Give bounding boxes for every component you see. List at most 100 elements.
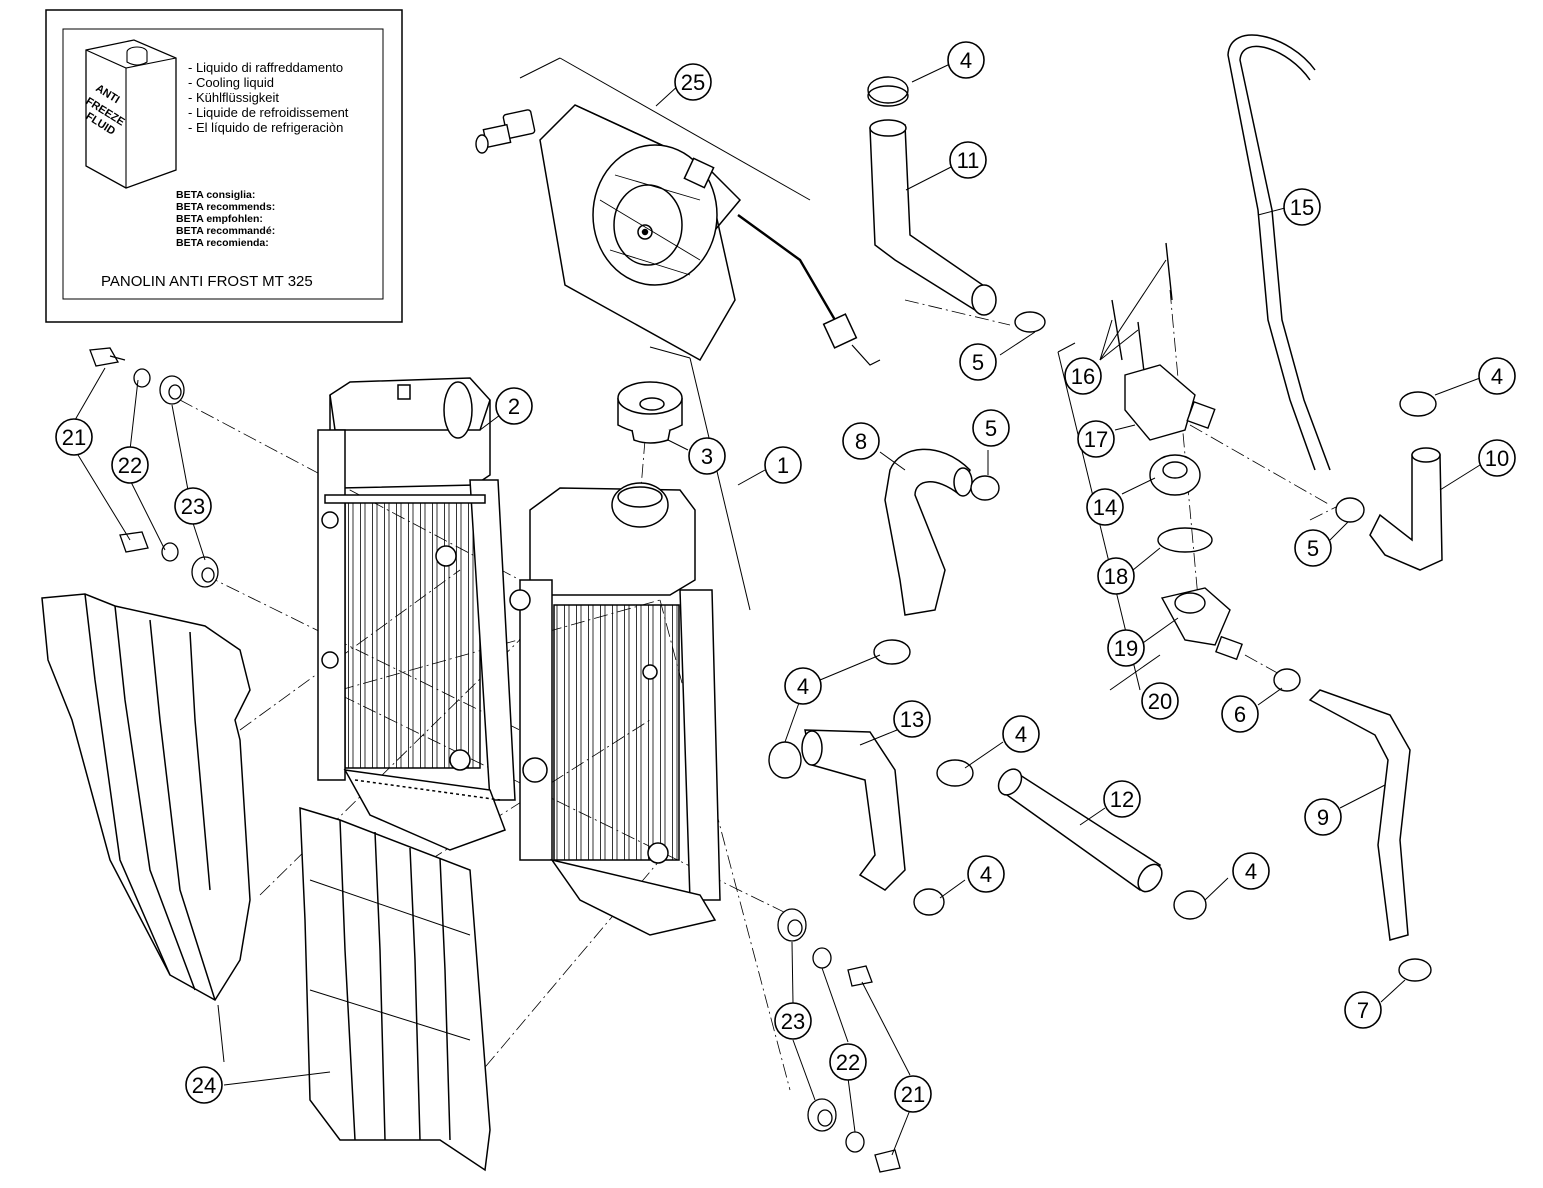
callout-c4b: 4 bbox=[1478, 357, 1516, 395]
recommends-es: BETA recomienda: bbox=[176, 237, 269, 249]
callout-circle bbox=[893, 700, 931, 738]
callout-c15: 15 bbox=[1283, 188, 1321, 226]
callout-c23b: 23 bbox=[774, 1002, 812, 1040]
callout-circle bbox=[1221, 695, 1259, 733]
callout-c14: 14 bbox=[1086, 488, 1124, 526]
callout-circle bbox=[1107, 629, 1145, 667]
callout-number: 15 bbox=[1290, 195, 1314, 220]
recommended-product: PANOLIN ANTI FROST MT 325 bbox=[101, 273, 313, 290]
callout-number: 14 bbox=[1093, 495, 1117, 520]
hose-9 bbox=[1308, 689, 1411, 941]
hose-clamps bbox=[768, 76, 1437, 982]
callout-number: 3 bbox=[701, 444, 713, 469]
callout-number: 4 bbox=[1491, 364, 1503, 389]
callout-circle bbox=[829, 1043, 867, 1081]
callout-c17: 17 bbox=[1077, 420, 1115, 458]
callout-c23a: 23 bbox=[174, 487, 212, 525]
leader-lines bbox=[74, 63, 1481, 1156]
callout-c7: 7 bbox=[1344, 991, 1382, 1029]
callout-circle bbox=[174, 487, 212, 525]
callout-circle bbox=[967, 855, 1005, 893]
callout-number: 21 bbox=[901, 1082, 925, 1107]
callout-c1: 1 bbox=[764, 446, 802, 484]
callout-c9: 9 bbox=[1304, 798, 1342, 836]
callout-number: 2 bbox=[508, 394, 520, 419]
callout-number: 4 bbox=[980, 862, 992, 887]
callout-c3: 3 bbox=[688, 437, 726, 475]
callout-circle bbox=[674, 63, 712, 101]
radiator-cap bbox=[617, 381, 683, 444]
callout-c25: 25 bbox=[674, 63, 712, 101]
liquid-name-en: - Cooling liquid bbox=[188, 75, 274, 90]
callout-number: 4 bbox=[960, 48, 972, 73]
callout-c13: 13 bbox=[893, 700, 931, 738]
callout-number: 4 bbox=[1015, 722, 1027, 747]
hose-12 bbox=[997, 768, 1163, 893]
callout-c18: 18 bbox=[1097, 557, 1135, 595]
callout-number: 7 bbox=[1357, 998, 1369, 1023]
callout-circle bbox=[55, 418, 93, 456]
callout-circle bbox=[894, 1075, 932, 1113]
callout-circle bbox=[972, 409, 1010, 447]
callout-circle bbox=[495, 387, 533, 425]
callout-c2: 2 bbox=[495, 387, 533, 425]
callout-number: 4 bbox=[797, 674, 809, 699]
left-radiator bbox=[317, 377, 516, 851]
callout-c11: 11 bbox=[949, 141, 987, 179]
callout-number: 19 bbox=[1114, 636, 1138, 661]
callout-c12: 12 bbox=[1103, 780, 1141, 818]
callout-number: 5 bbox=[1307, 536, 1319, 561]
thermostat-assembly bbox=[1111, 242, 1243, 661]
callout-circle bbox=[1283, 188, 1321, 226]
callout-number: 10 bbox=[1485, 446, 1509, 471]
callout-c4c: 4 bbox=[784, 667, 822, 705]
callout-circle bbox=[1086, 488, 1124, 526]
recommends-fr: BETA recommandé: bbox=[176, 225, 275, 237]
hose-11 bbox=[869, 119, 997, 316]
liquid-name-it: - Liquido di raffreddamento bbox=[188, 60, 343, 75]
callout-circle bbox=[1344, 991, 1382, 1029]
callout-number: 11 bbox=[957, 148, 980, 173]
callout-c4a: 4 bbox=[947, 41, 985, 79]
callout-number: 6 bbox=[1234, 702, 1246, 727]
callout-number: 1 bbox=[777, 453, 789, 478]
callout-number: 8 bbox=[855, 429, 867, 454]
callout-circle bbox=[1478, 357, 1516, 395]
callout-c4d: 4 bbox=[1002, 715, 1040, 753]
fasteners-upper-left bbox=[89, 347, 219, 588]
callout-number: 4 bbox=[1245, 859, 1257, 884]
callout-circle bbox=[774, 1002, 812, 1040]
callout-circle bbox=[688, 437, 726, 475]
callout-circle bbox=[1077, 420, 1115, 458]
callout-circle bbox=[842, 422, 880, 460]
fan-thermo-switch bbox=[475, 109, 536, 154]
callout-circle bbox=[185, 1066, 223, 1104]
callout-number: 12 bbox=[1110, 787, 1134, 812]
callout-number: 24 bbox=[192, 1073, 216, 1098]
callout-number: 18 bbox=[1104, 564, 1128, 589]
callout-circle bbox=[784, 667, 822, 705]
callout-number: 16 bbox=[1071, 364, 1095, 389]
callout-number: 23 bbox=[181, 494, 205, 519]
radiator-louver-right bbox=[299, 806, 491, 1172]
liquid-name-de: - Kühlflüssigkeit bbox=[188, 90, 279, 105]
callout-c22a: 22 bbox=[111, 446, 149, 484]
antifreeze-jug-icon: ANTI FREEZE FLUID bbox=[83, 39, 177, 189]
callout-c22b: 22 bbox=[829, 1043, 867, 1081]
recommends-en: BETA recommends: bbox=[176, 201, 275, 213]
callout-c24: 24 bbox=[185, 1066, 223, 1104]
callout-c20: 20 bbox=[1141, 682, 1179, 720]
callout-circle bbox=[959, 343, 997, 381]
callout-number: 23 bbox=[781, 1009, 805, 1034]
callout-circle bbox=[764, 446, 802, 484]
callout-circle bbox=[949, 141, 987, 179]
callout-number: 17 bbox=[1084, 427, 1108, 452]
callout-circle bbox=[1304, 798, 1342, 836]
callout-c5b: 5 bbox=[972, 409, 1010, 447]
callout-number: 22 bbox=[836, 1050, 860, 1075]
callout-circle bbox=[1478, 439, 1516, 477]
callout-c4e: 4 bbox=[967, 855, 1005, 893]
right-radiator bbox=[509, 482, 721, 936]
callout-number: 13 bbox=[900, 707, 924, 732]
